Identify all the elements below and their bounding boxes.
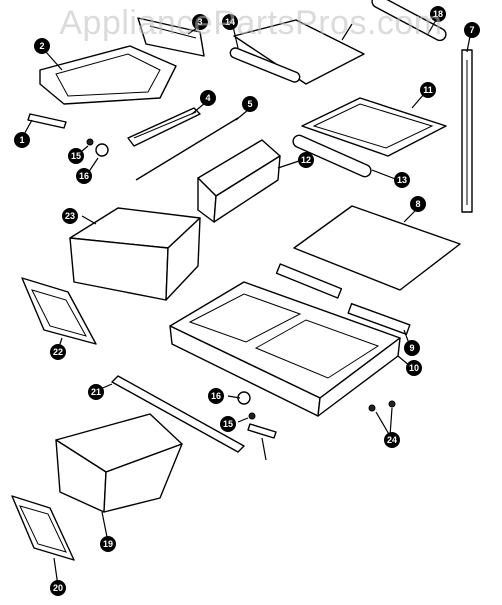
callout-18: 18 bbox=[430, 6, 446, 22]
callout-label: 3 bbox=[197, 17, 202, 27]
callout-15: 15 bbox=[220, 416, 236, 432]
part-18-roller bbox=[371, 0, 447, 42]
callout-circle bbox=[394, 172, 410, 188]
part-22-drawer-front bbox=[21, 277, 97, 345]
part-20-drawer-front bbox=[11, 495, 75, 561]
callout-10: 10 bbox=[406, 360, 422, 376]
part-5-rod bbox=[135, 117, 239, 181]
part-24-screws bbox=[368, 400, 396, 412]
callout-3: 3 bbox=[192, 14, 208, 30]
callout-circle bbox=[50, 580, 66, 596]
callout-label: 1 bbox=[19, 135, 24, 145]
callout-label: 2 bbox=[39, 41, 44, 51]
part-3-rail bbox=[137, 17, 205, 57]
callout-circle bbox=[76, 168, 92, 184]
callout-circle bbox=[242, 96, 258, 112]
part-17-latch bbox=[247, 423, 277, 439]
callout-16: 16 bbox=[208, 388, 224, 404]
callout-22: 22 bbox=[50, 344, 66, 360]
part-2-shelf-frame bbox=[39, 45, 177, 105]
callout-circle bbox=[220, 416, 236, 432]
callout-circle bbox=[404, 340, 420, 356]
callout-2: 2 bbox=[34, 38, 50, 54]
callout-label: 16 bbox=[79, 171, 89, 181]
part-7-vertical-rail bbox=[461, 49, 473, 213]
callout-label: 22 bbox=[53, 347, 63, 357]
callout-circle bbox=[14, 132, 30, 148]
callout-label: 19 bbox=[103, 539, 113, 549]
callout-label: 11 bbox=[423, 85, 433, 95]
callout-24: 24 bbox=[384, 432, 400, 448]
part-15-screw-lower bbox=[248, 412, 256, 420]
callout-16: 16 bbox=[76, 168, 92, 184]
callout-12: 12 bbox=[298, 152, 314, 168]
part-4-slide bbox=[127, 107, 201, 147]
callout-circle bbox=[68, 148, 84, 164]
callout-7: 7 bbox=[464, 22, 480, 38]
callout-circle bbox=[88, 384, 104, 400]
callout-circle bbox=[420, 82, 436, 98]
callout-19: 19 bbox=[100, 536, 116, 552]
callout-label: 16 bbox=[211, 391, 221, 401]
callout-11: 11 bbox=[420, 82, 436, 98]
callout-circle bbox=[222, 14, 238, 30]
callout-label: 5 bbox=[247, 99, 252, 109]
part-19-pan bbox=[55, 413, 183, 513]
part-8-glass-panel bbox=[293, 205, 461, 291]
callout-14: 14 bbox=[222, 14, 238, 30]
callout-label: 15 bbox=[71, 151, 81, 161]
callout-label: 20 bbox=[53, 583, 63, 593]
callout-label: 15 bbox=[223, 419, 233, 429]
part-16-cap-top bbox=[95, 143, 109, 157]
part-11-shelf bbox=[301, 97, 447, 157]
callout-label: 14 bbox=[225, 17, 235, 27]
callout-label: 18 bbox=[433, 9, 443, 19]
callout-5: 5 bbox=[242, 96, 258, 112]
part-1-clip bbox=[27, 113, 67, 129]
callout-circle bbox=[34, 38, 50, 54]
callout-label: 8 bbox=[415, 199, 420, 209]
callout-21: 21 bbox=[88, 384, 104, 400]
callout-circle bbox=[50, 344, 66, 360]
callout-label: 4 bbox=[205, 93, 210, 103]
callout-circle bbox=[100, 536, 116, 552]
part-13-roller bbox=[292, 134, 372, 178]
callout-label: 12 bbox=[301, 155, 311, 165]
callout-8: 8 bbox=[410, 196, 426, 212]
callout-15: 15 bbox=[68, 148, 84, 164]
part-10-frame-assembly bbox=[169, 281, 401, 417]
part-23-crisper-drawer bbox=[69, 207, 201, 301]
part-14-glass-shelf bbox=[229, 19, 365, 85]
part-21-strip bbox=[111, 375, 245, 453]
callout-label: 24 bbox=[387, 435, 397, 445]
callout-1: 1 bbox=[14, 132, 30, 148]
callout-9: 9 bbox=[404, 340, 420, 356]
callout-label: 13 bbox=[397, 175, 407, 185]
callout-23: 23 bbox=[62, 208, 78, 224]
callout-20: 20 bbox=[50, 580, 66, 596]
callout-label: 10 bbox=[409, 363, 419, 373]
callout-label: 21 bbox=[91, 387, 101, 397]
callout-label: 9 bbox=[409, 343, 414, 353]
part-9-rail bbox=[275, 263, 411, 336]
part-12-channel bbox=[197, 139, 281, 223]
callout-circle bbox=[410, 196, 426, 212]
callout-4: 4 bbox=[200, 90, 216, 106]
callout-circle bbox=[464, 22, 480, 38]
callout-circle bbox=[406, 360, 422, 376]
callout-13: 13 bbox=[394, 172, 410, 188]
callout-circle bbox=[430, 6, 446, 22]
callout-label: 23 bbox=[65, 211, 75, 221]
callout-circle bbox=[62, 208, 78, 224]
callout-circle bbox=[192, 14, 208, 30]
callout-circle bbox=[200, 90, 216, 106]
callout-label: 7 bbox=[469, 25, 474, 35]
part-15-screw-top bbox=[86, 138, 94, 146]
callout-circle bbox=[384, 432, 400, 448]
callout-circle bbox=[298, 152, 314, 168]
callout-circle bbox=[208, 388, 224, 404]
